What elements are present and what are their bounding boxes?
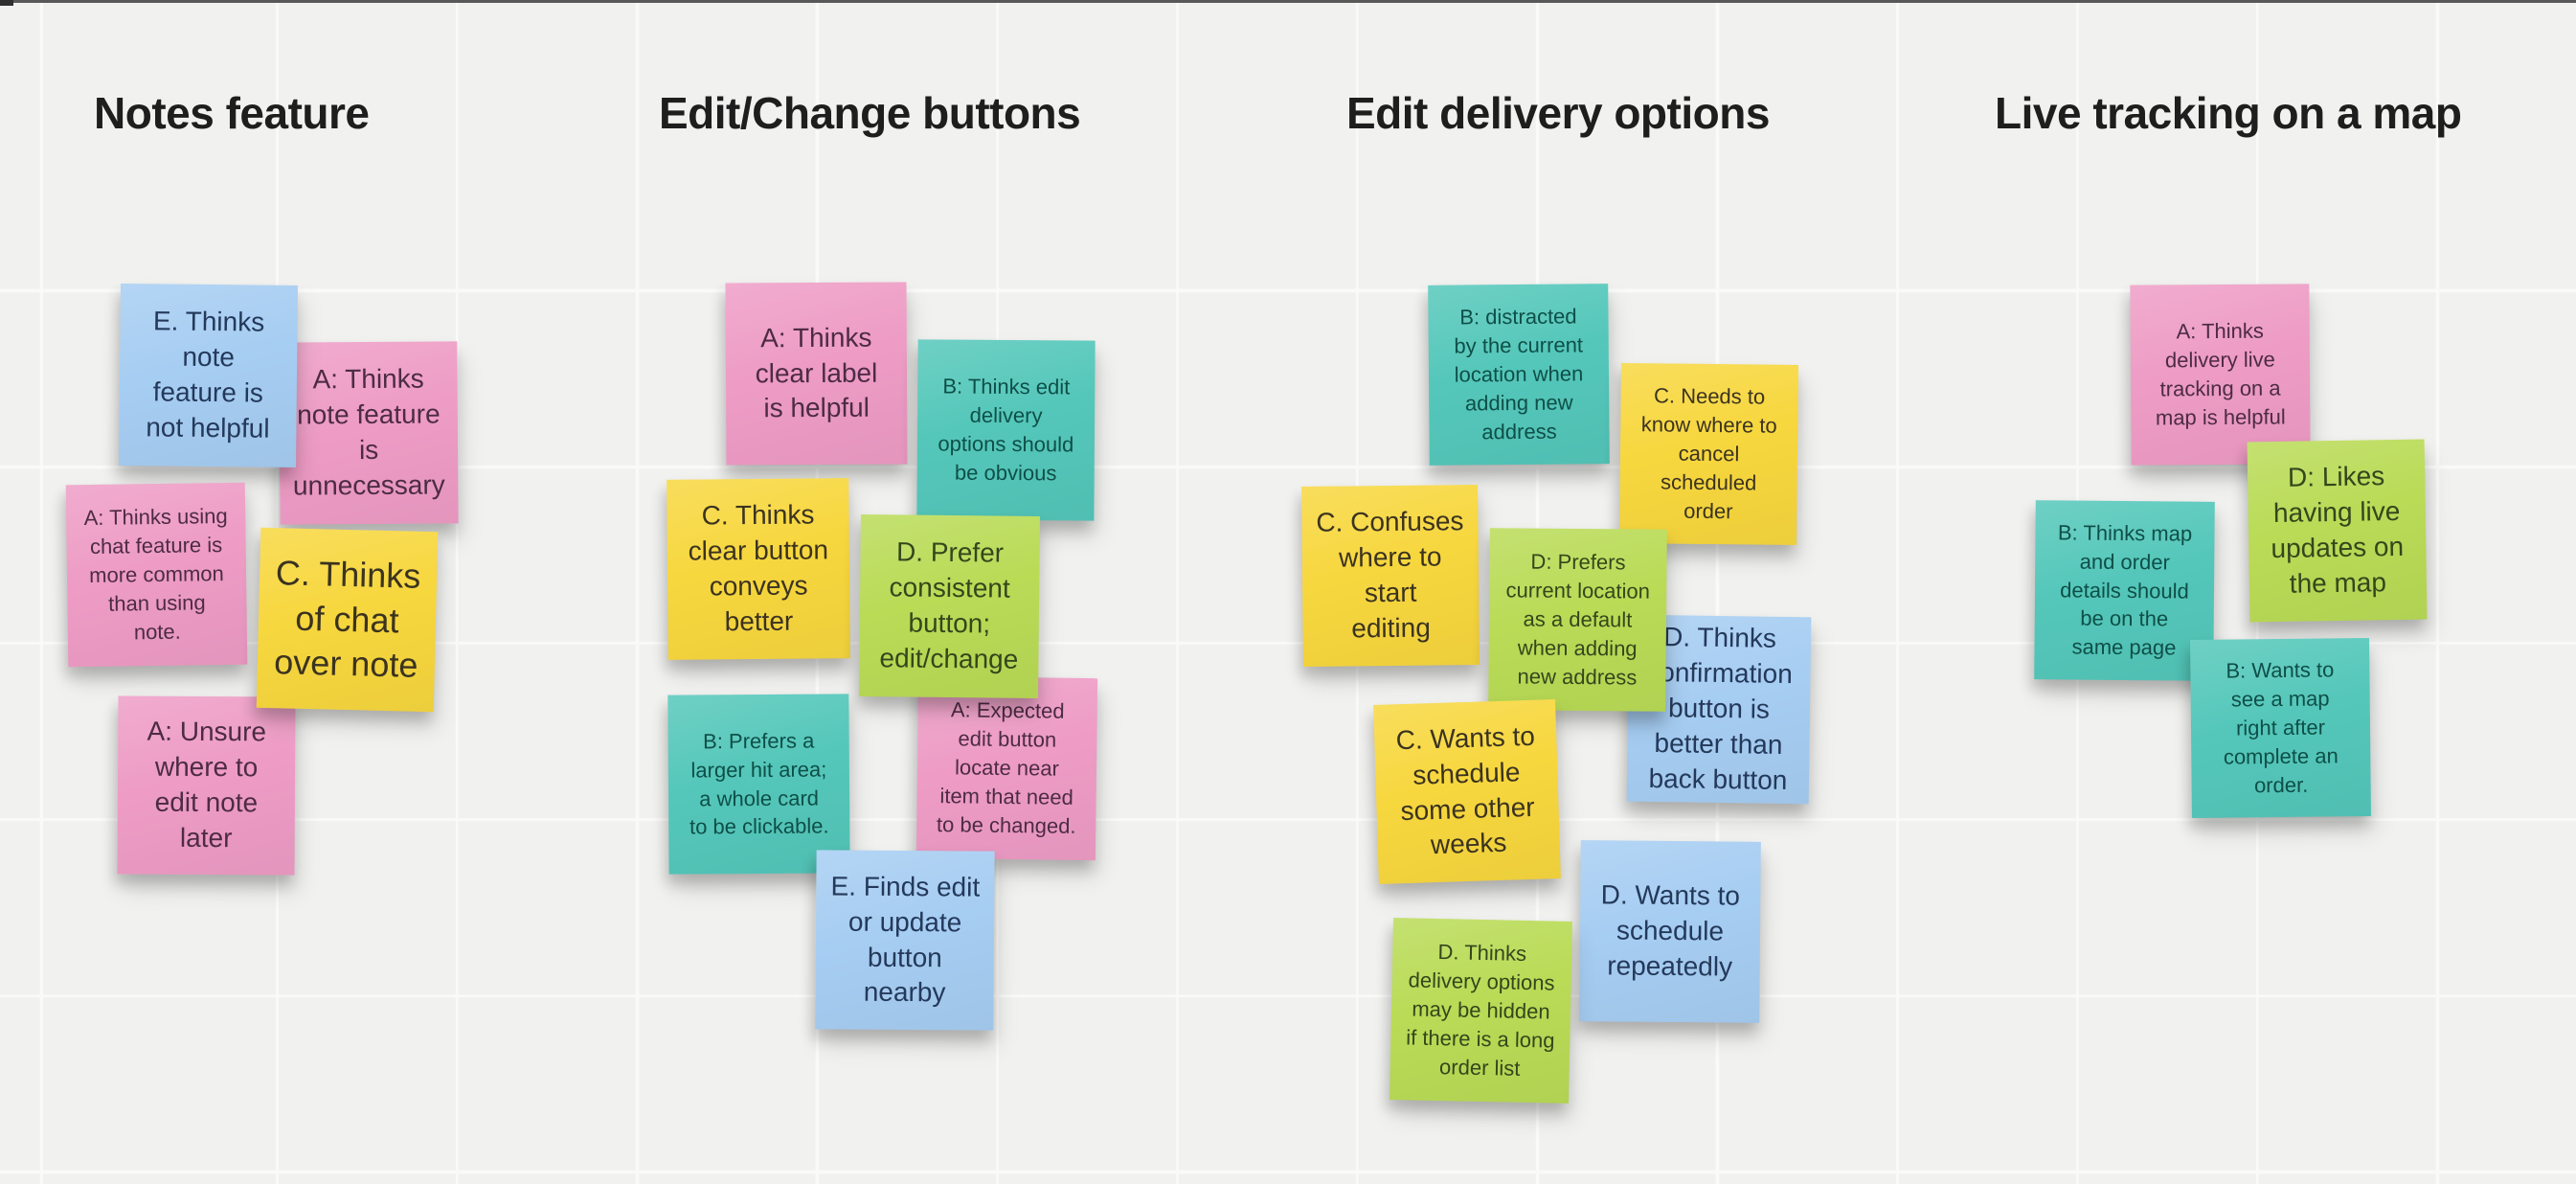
sticky-note-12[interactable]: E. Finds edit or update button nearby: [815, 850, 995, 1031]
sticky-note-22[interactable]: D: Likes having live updates on the map: [2247, 439, 2428, 623]
sticky-note-6[interactable]: A: Thinks clear label is helpful: [725, 282, 908, 466]
sticky-note-3[interactable]: A: Thinks using chat feature is more com…: [65, 482, 248, 668]
window-top-edge: [0, 0, 2576, 6]
sticky-note-17[interactable]: D: Prefers current location as a default…: [1488, 528, 1667, 712]
column-title-notes-feature[interactable]: Notes feature: [94, 88, 370, 138]
sticky-note-19[interactable]: D. Wants to schedule repeatedly: [1579, 840, 1761, 1023]
column-title-edit-delivery-options[interactable]: Edit delivery options: [1346, 88, 1770, 138]
sticky-note-8[interactable]: C. Thinks clear button conveys better: [667, 478, 850, 660]
sticky-note-14[interactable]: C. Needs to know where to cancel schedul…: [1619, 363, 1798, 545]
sticky-note-1[interactable]: A: Thinks note feature is unnecessary: [279, 341, 459, 525]
sticky-note-21[interactable]: A: Thinks delivery live tracking on a ma…: [2130, 284, 2311, 466]
sticky-note-23[interactable]: B: Thinks map and order details should b…: [2034, 500, 2215, 681]
sticky-note-11[interactable]: B: Prefers a larger hit area; a whole ca…: [667, 694, 850, 875]
sticky-note-13[interactable]: B: distracted by the current location wh…: [1428, 284, 1610, 466]
sticky-note-7[interactable]: B: Thinks edit delivery options should b…: [916, 339, 1096, 521]
sticky-note-5[interactable]: C. Thinks of chat over note: [256, 527, 439, 713]
sticky-note-24[interactable]: B: Wants to see a map right after comple…: [2190, 638, 2371, 818]
sticky-note-15[interactable]: C. Confuses where to start editing: [1301, 485, 1480, 667]
column-title-edit-change-buttons[interactable]: Edit/Change buttons: [659, 88, 1081, 138]
sticky-note-10[interactable]: D. Prefer consistent button; edit/change: [859, 514, 1040, 698]
sticky-note-2[interactable]: E. Thinks note feature is not helpful: [119, 284, 298, 467]
sticky-note-9[interactable]: A: Expected edit button locate near item…: [915, 675, 1098, 861]
column-title-live-tracking-on-a-map[interactable]: Live tracking on a map: [1995, 88, 2462, 138]
sticky-note-18[interactable]: C. Wants to schedule some other weeks: [1373, 699, 1561, 884]
sticky-note-4[interactable]: A: Unsure where to edit note later: [117, 695, 296, 876]
sticky-note-20[interactable]: D. Thinks delivery options may be hidden…: [1390, 918, 1572, 1104]
